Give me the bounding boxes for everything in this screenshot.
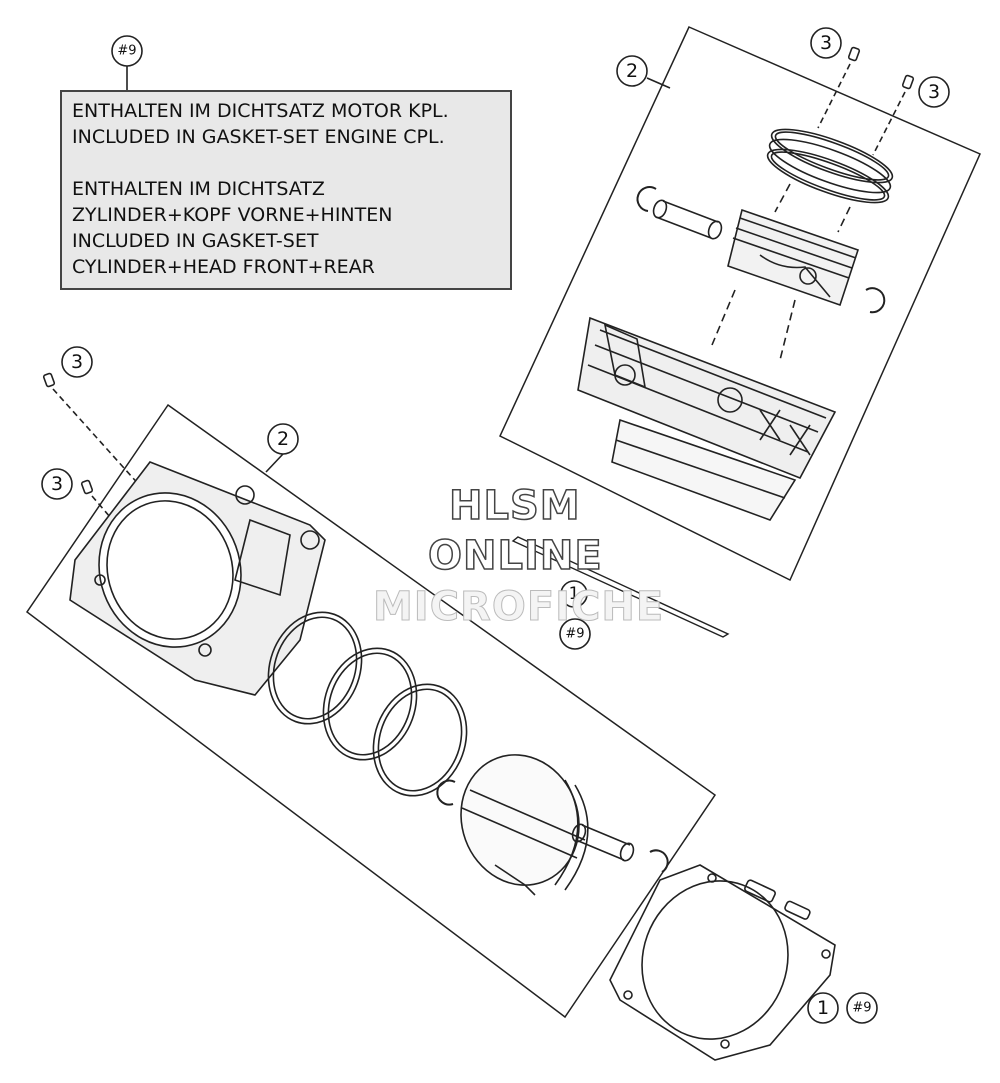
watermark-line-1: HLSM: [448, 482, 581, 530]
callout-gasket-set-bottom[interactable]: [846, 992, 878, 1024]
callout-gasket-set-top[interactable]: [111, 35, 143, 90]
piston-rear: [460, 754, 589, 896]
callout-item-2-front-label: 2: [626, 60, 638, 82]
callout-item-2-rear-label: 2: [277, 428, 289, 450]
callout-item-3-front-a-label: 3: [820, 32, 832, 54]
front-cylinder-assembly-frame: [499, 26, 981, 582]
dowel-pin-front-1: [817, 46, 861, 129]
callout-item-2-rear[interactable]: [265, 423, 299, 473]
callout-gasket-set-mid[interactable]: [559, 618, 591, 650]
callout-item-2-front[interactable]: [616, 55, 671, 89]
callout-item-3-rear-b-label: 3: [51, 473, 63, 495]
piston-rings-rear: [267, 611, 468, 797]
circlip-front-right: [865, 287, 886, 314]
circlip-rear-left: [436, 779, 456, 806]
callout-gasket-set-top-label: #9: [117, 44, 136, 59]
piston-pin-rear: [571, 823, 635, 862]
piston-rings-front: [766, 128, 894, 204]
cylinder-rear: [69, 461, 326, 696]
piston-pin-front: [652, 199, 723, 240]
cylinder-head-gasket: [511, 536, 730, 638]
callout-item-3-front-a[interactable]: [810, 27, 842, 59]
callout-item-3-rear-a[interactable]: [61, 346, 93, 378]
callout-item-1-mid[interactable]: [560, 580, 588, 608]
callout-item-1-mid-label: 1: [569, 584, 580, 604]
note-line-5: INCLUDED IN GASKET-SET: [72, 230, 319, 252]
note-line-3: ENTHALTEN IM DICHTSATZ: [72, 178, 325, 200]
cylinder-base-gasket: [609, 864, 836, 1061]
callout-item-3-front-b[interactable]: [918, 76, 950, 108]
watermark-line-3: MICROFICHE: [372, 584, 665, 631]
dowel-pin-front-2: [872, 74, 915, 156]
callout-item-1-bottom-label: 1: [817, 997, 829, 1019]
note-line-6: CYLINDER+HEAD FRONT+REAR: [72, 256, 375, 278]
callout-item-3-rear-a-label: 3: [71, 351, 83, 373]
watermark-line-2: ONLINE: [427, 532, 603, 580]
circlip-front-left: [636, 186, 657, 212]
gasket-set-note: ENTHALTEN IM DICHTSATZ MOTOR KPL. INCLUD…: [60, 90, 512, 290]
callout-gasket-set-bottom-label: #9: [852, 1001, 871, 1016]
callout-gasket-set-mid-label: #9: [565, 627, 584, 642]
note-line-2: INCLUDED IN GASKET-SET ENGINE CPL.: [72, 126, 445, 148]
note-spacer: [72, 150, 500, 176]
cylinder-front: [577, 316, 837, 521]
callout-item-3-front-b-label: 3: [928, 81, 940, 103]
callout-item-3-rear-b[interactable]: [41, 468, 73, 500]
circlip-rear-right: [649, 849, 669, 873]
callout-item-1-bottom[interactable]: [807, 992, 839, 1024]
note-line-1: ENTHALTEN IM DICHTSATZ MOTOR KPL.: [72, 100, 449, 122]
note-line-4: ZYLINDER+KOPF VORNE+HINTEN: [72, 204, 393, 226]
rear-cylinder-assembly-frame: [25, 403, 717, 1019]
dowel-pin-rear-1: [42, 372, 151, 498]
piston-front: [727, 208, 860, 307]
